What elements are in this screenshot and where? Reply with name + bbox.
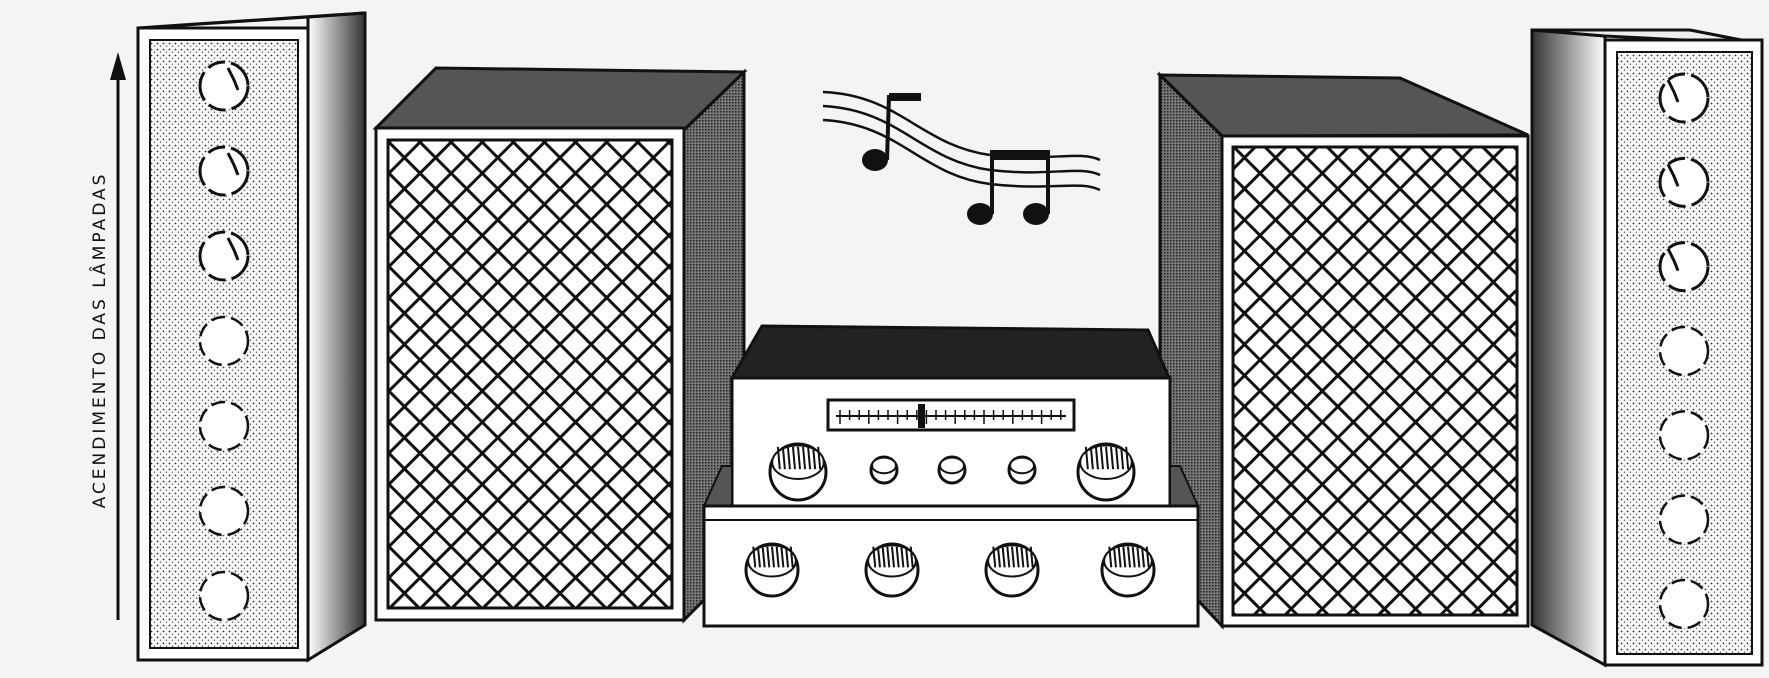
amplifier xyxy=(702,324,1200,628)
lamp-column-left xyxy=(136,11,367,663)
knob-icon xyxy=(768,442,828,502)
knob-icon xyxy=(937,455,967,485)
lamp-off-icon xyxy=(198,570,250,622)
knob-icon xyxy=(1100,542,1156,598)
lamp-off-icon xyxy=(198,485,250,537)
lamp-off-icon xyxy=(1658,325,1710,377)
tuning-dial xyxy=(839,410,1062,424)
music-notes-icon xyxy=(822,90,1101,225)
knob-icon xyxy=(984,542,1040,598)
filament-mark xyxy=(226,237,240,261)
filament-mark xyxy=(226,67,240,91)
speaker-left xyxy=(372,66,748,624)
lamp-lit-icon xyxy=(198,230,250,282)
lamp-off-icon xyxy=(1658,410,1710,461)
speaker-right xyxy=(1156,71,1530,630)
lamp-column-right xyxy=(1530,28,1764,668)
lamp-off-icon xyxy=(198,400,250,452)
lamp-lit-icon xyxy=(198,145,250,197)
lamps-right xyxy=(1658,72,1710,630)
vertical-label: ACENDIMENTO DAS LÂMPADAS xyxy=(90,171,110,509)
knob-icon xyxy=(1007,455,1037,485)
filament-mark xyxy=(226,152,240,176)
knob-icon xyxy=(1076,442,1136,502)
knob-icon xyxy=(864,542,920,598)
lamp-lit-icon xyxy=(198,60,250,112)
lamp-off-icon xyxy=(1658,494,1710,545)
filament-mark xyxy=(1666,247,1680,272)
knobs-lower xyxy=(744,542,1156,598)
filament-mark xyxy=(1666,79,1680,103)
lamps-left xyxy=(198,60,250,622)
filament-mark xyxy=(1666,163,1680,187)
knob-icon xyxy=(744,542,800,598)
knobs-upper xyxy=(768,442,1136,502)
lamp-off-icon xyxy=(1658,578,1710,630)
arrow-up-icon xyxy=(110,52,126,620)
knob-icon xyxy=(869,455,899,485)
lamp-off-icon xyxy=(198,315,250,367)
